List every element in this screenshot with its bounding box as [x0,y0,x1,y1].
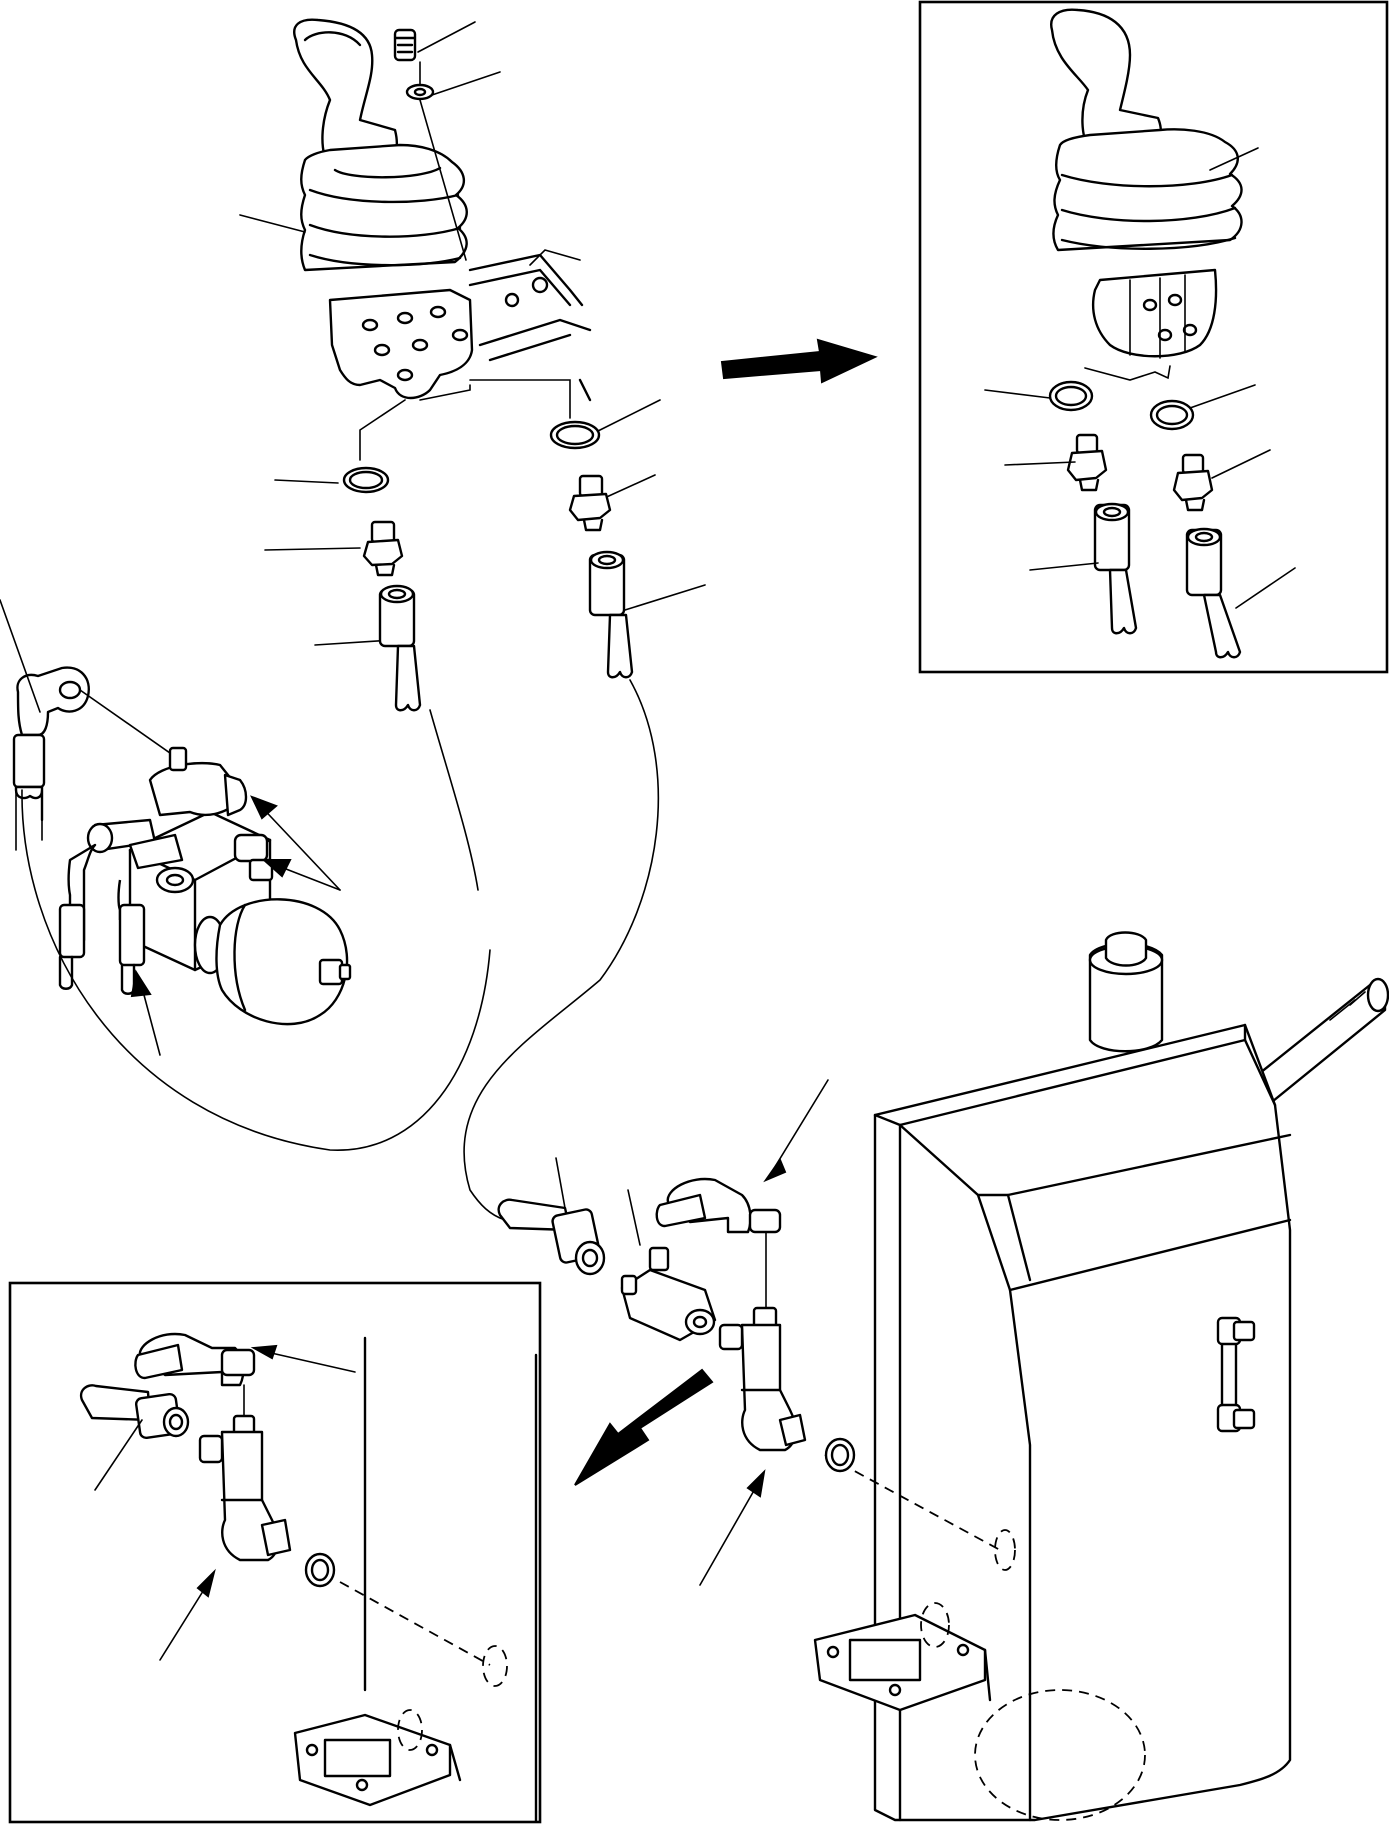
left-hose-set [342,384,479,891]
hydraulic-tank [813,931,1389,1822]
inset-bottom-left [8,1281,542,1824]
accumulator-assembly [0,599,491,1151]
joystick-main [293,18,592,402]
right-hose-set [463,379,660,1221]
leader-lines-joystick [239,21,706,646]
arrow-to-inset-top [720,338,878,384]
tank-fittings [497,1079,856,1586]
inset-top-right [918,0,1389,674]
